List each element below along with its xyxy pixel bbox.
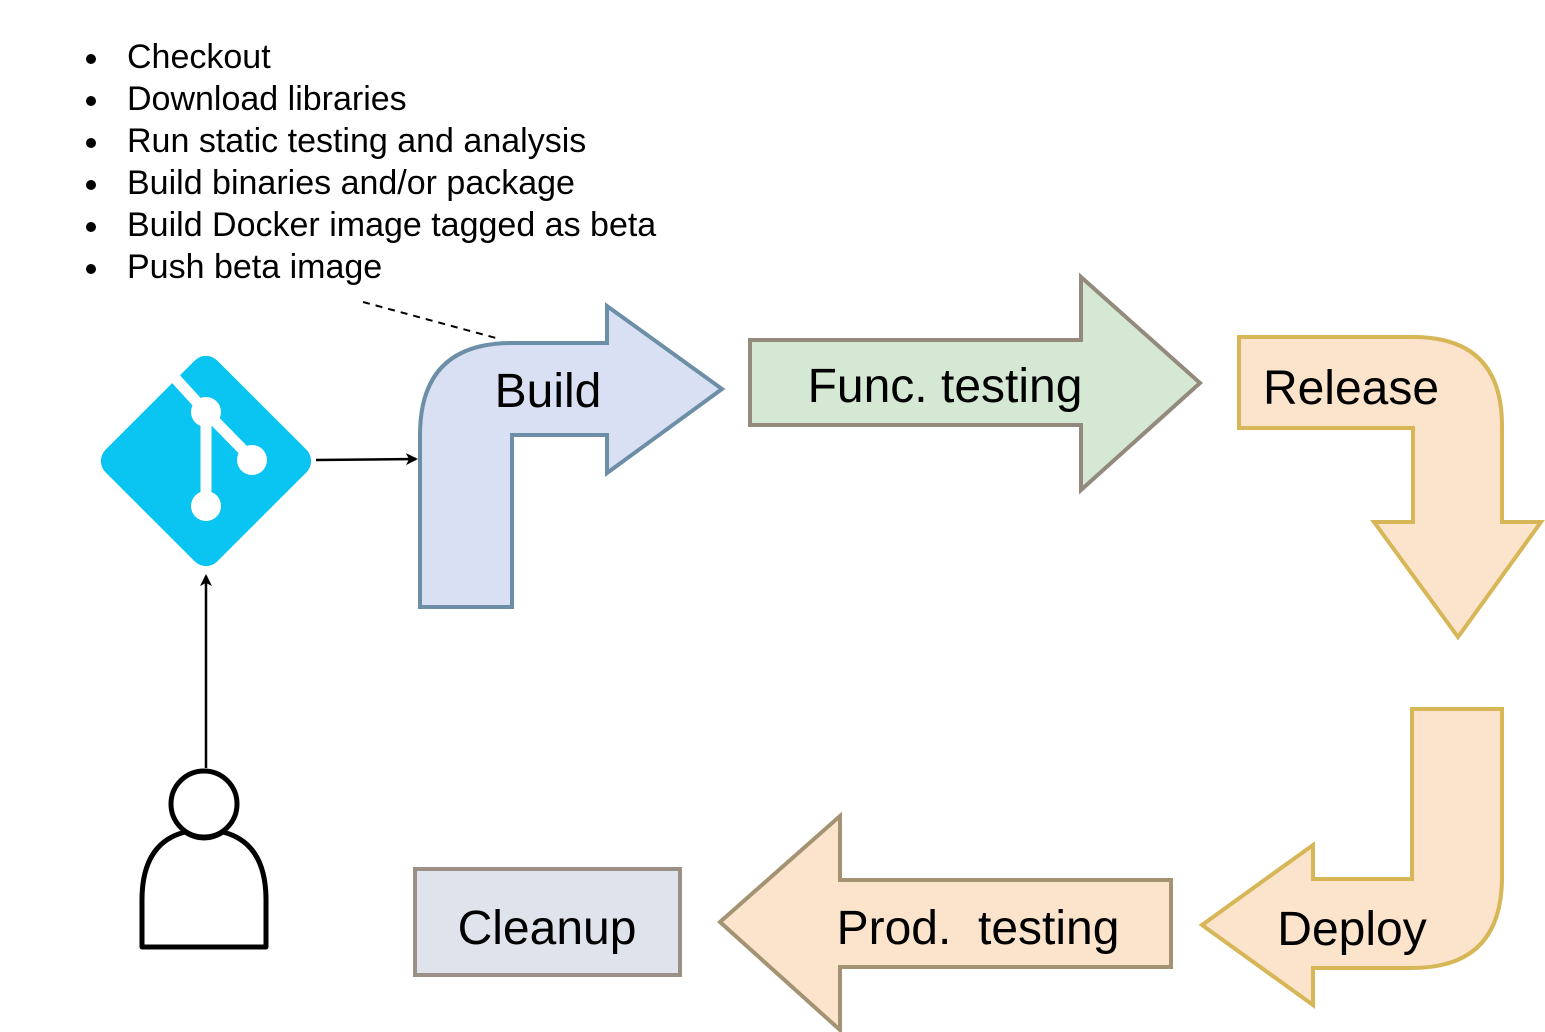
- build-stage-arrow[interactable]: [418, 302, 726, 609]
- func-testing-stage-label: Func. testing: [808, 360, 1083, 413]
- release-stage-label: Release: [1263, 362, 1439, 415]
- list-item: Build binaries and/or package: [82, 162, 656, 204]
- list-item: Checkout: [82, 36, 656, 78]
- deploy-stage-label: Deploy: [1277, 903, 1426, 956]
- build-steps-list: Checkout Download libraries Run static t…: [82, 36, 656, 288]
- git-logo-icon[interactable]: [94, 349, 317, 572]
- list-item: Run static testing and analysis: [82, 120, 656, 162]
- release-stage-arrow[interactable]: [1237, 335, 1545, 641]
- prod-testing-stage-arrow[interactable]: [716, 811, 1173, 1032]
- func-testing-stage-arrow[interactable]: [748, 272, 1203, 495]
- prod-testing-stage-label: Prod. testing: [837, 902, 1120, 955]
- user-icon[interactable]: [139, 768, 269, 950]
- callout-line: [362, 301, 497, 339]
- list-item: Build Docker image tagged as beta: [82, 204, 656, 246]
- list-item: Download libraries: [82, 78, 656, 120]
- build-stage-label: Build: [495, 365, 602, 418]
- git-to-build-connector: [315, 453, 418, 466]
- deploy-stage-arrow[interactable]: [1198, 707, 1504, 1009]
- cleanup-stage-label: Cleanup: [458, 902, 637, 955]
- cleanup-stage-box[interactable]: [413, 867, 682, 977]
- list-item: Push beta image: [82, 246, 656, 288]
